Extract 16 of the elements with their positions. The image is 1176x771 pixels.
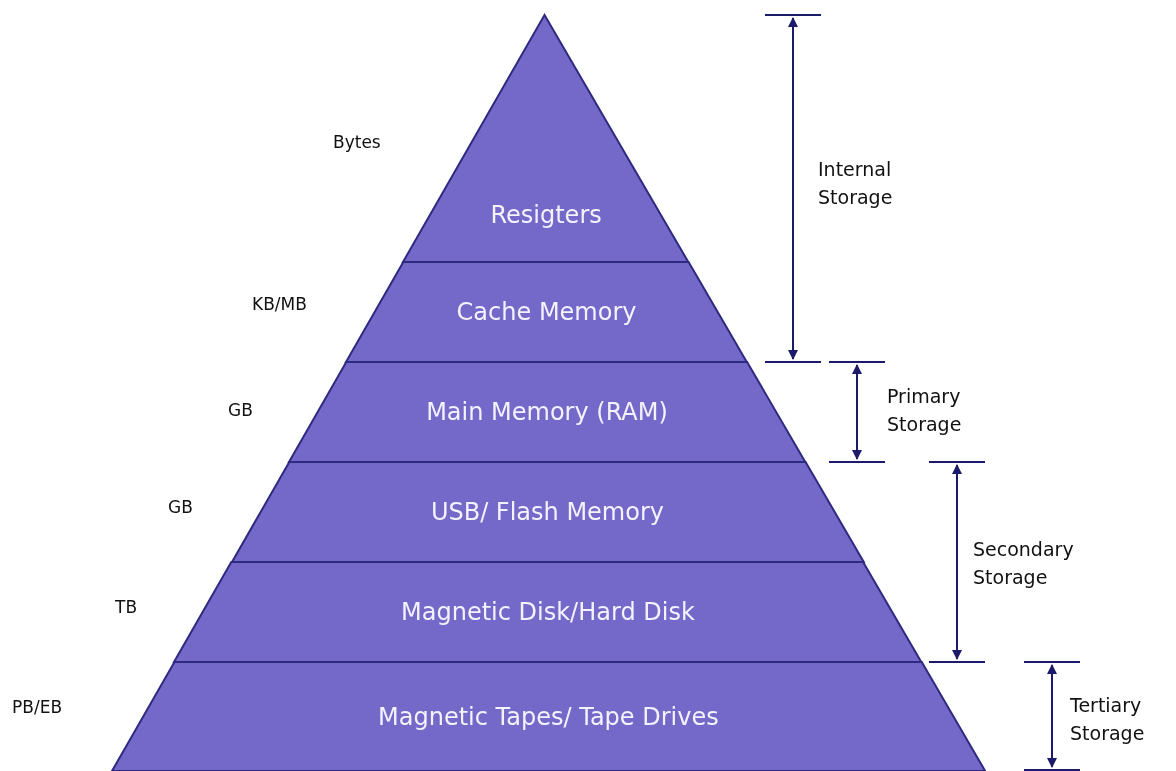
layer-label: Resigters [489, 200, 603, 230]
layer-label: Magnetic Tapes/ Tape Drives [377, 701, 720, 732]
layer-label: Main Memory (RAM) [425, 397, 669, 427]
layer-label: Cache Memory [455, 297, 638, 327]
capacity-label: GB [168, 496, 194, 519]
capacity-label: TB [115, 596, 139, 619]
storage-label: Tertiary Storage [1070, 693, 1146, 746]
layer-label: USB/ Flash Memory [429, 497, 665, 527]
capacity-label: KB/MB [252, 293, 308, 316]
capacity-label: Bytes [333, 131, 382, 154]
storage-label: Primary Storage [887, 384, 963, 437]
capacity-label: PB/EB [12, 696, 64, 719]
layer-label: Magnetic Disk/Hard Disk [400, 597, 696, 627]
capacity-label: GB [228, 399, 254, 422]
storage-label: Internal Storage [818, 157, 894, 210]
storage-label: Secondary Storage [973, 537, 1075, 590]
